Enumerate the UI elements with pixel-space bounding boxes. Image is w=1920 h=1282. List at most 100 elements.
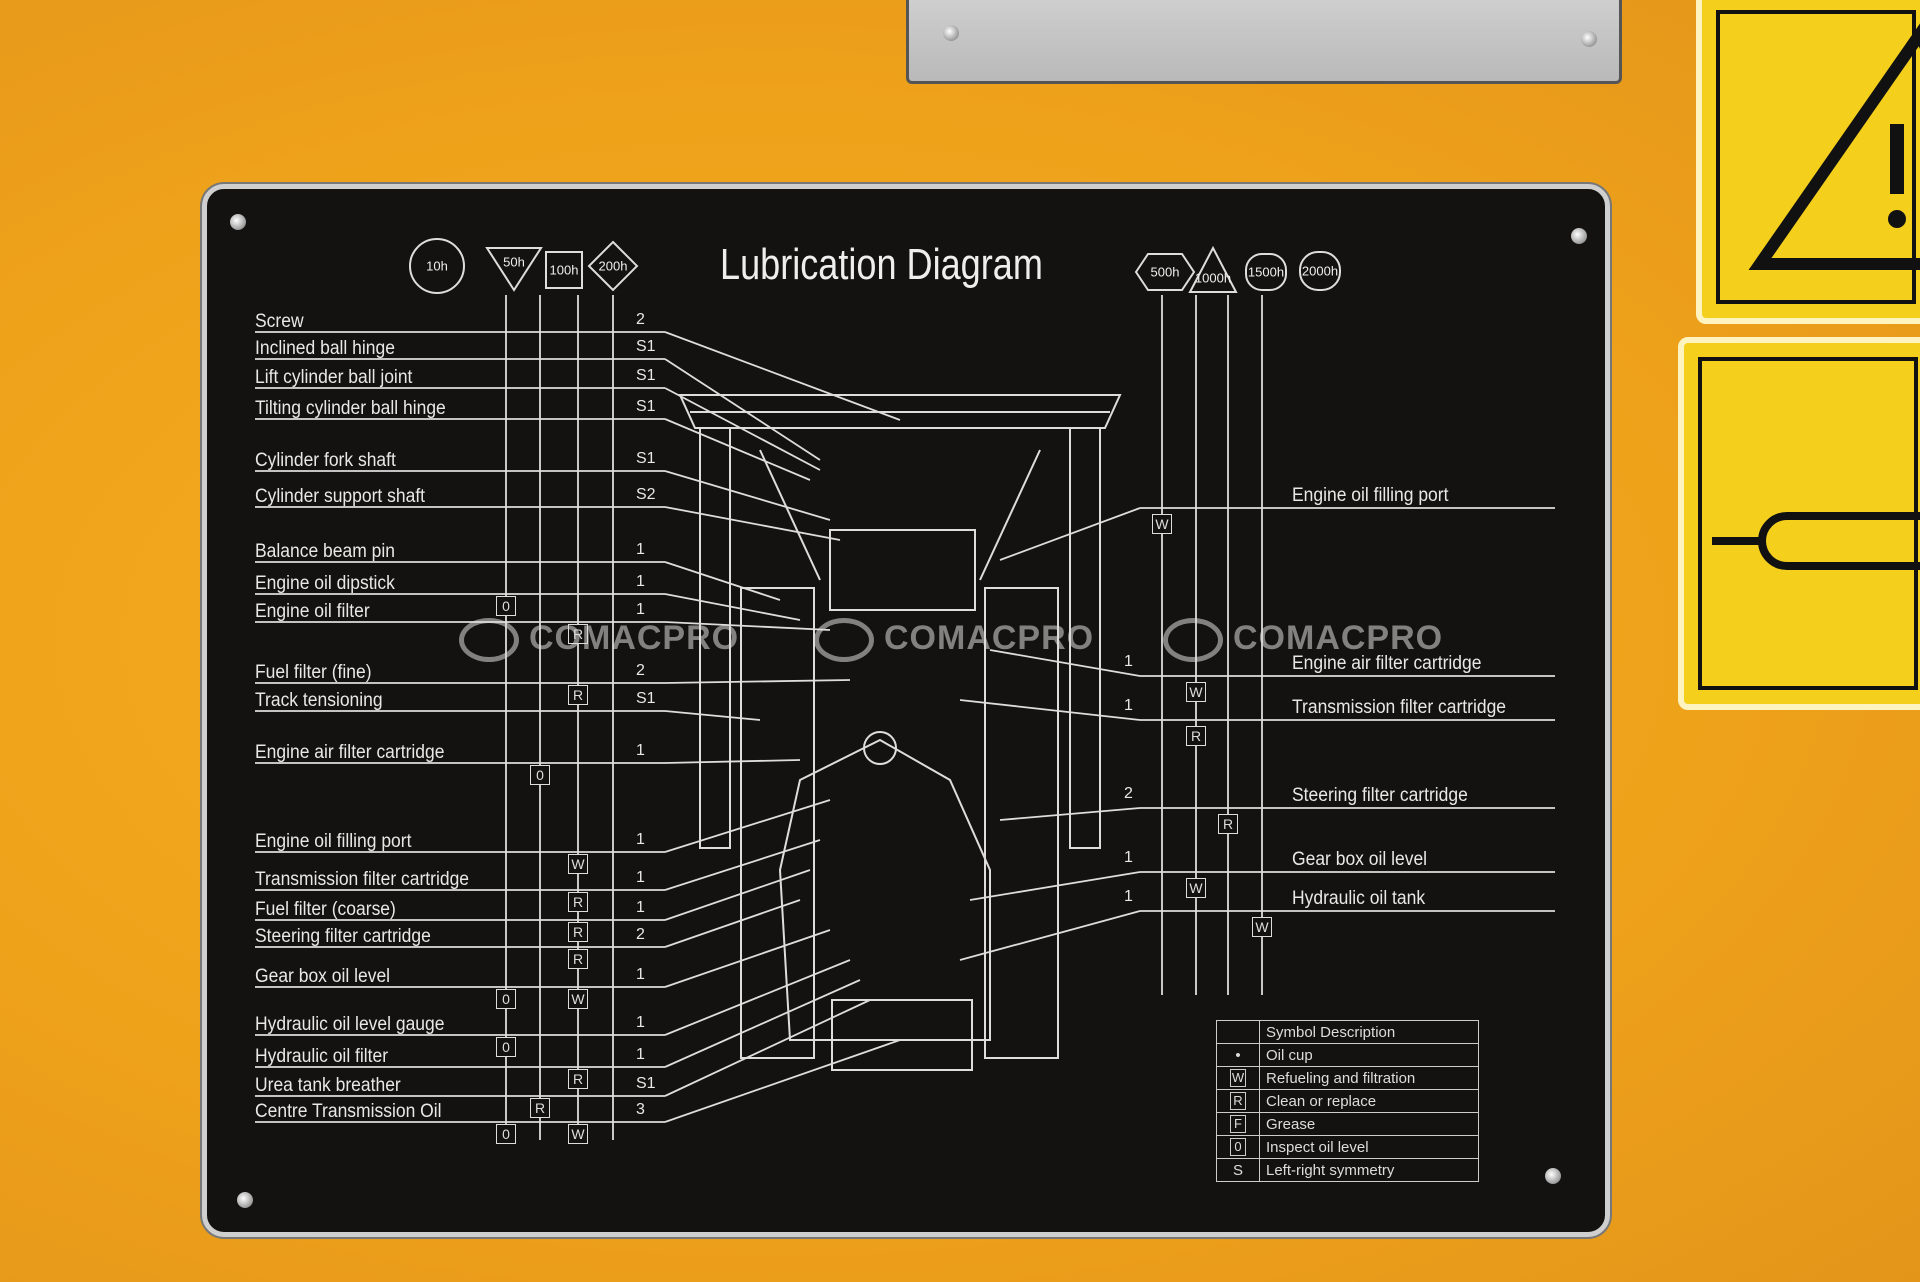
lube-point-label: Engine oil filling port xyxy=(255,831,412,852)
legend-symbol: R xyxy=(1230,1092,1246,1110)
leader-line xyxy=(664,1039,901,1123)
watermark-logo-icon xyxy=(814,618,874,662)
lube-point-label: Balance beam pin xyxy=(255,541,395,562)
lube-symbol-W: W xyxy=(1152,514,1172,534)
screw-icon xyxy=(1571,228,1587,244)
legend-description: Refueling and filtration xyxy=(1259,1066,1479,1090)
lube-point-label: Inclined ball hinge xyxy=(255,338,395,359)
legend-symbol: W xyxy=(1230,1069,1246,1087)
screw-icon xyxy=(943,25,959,41)
lube-point-qty: 1 xyxy=(636,869,645,886)
legend-symbol: • xyxy=(1235,1046,1241,1064)
lube-point-qty: 1 xyxy=(1124,697,1133,714)
lube-point-label: Engine air filter cartridge xyxy=(1292,653,1482,674)
lube-point-label: Steering filter cartridge xyxy=(255,926,431,947)
leader-line xyxy=(664,358,821,461)
leader-line xyxy=(664,506,841,541)
watermark-logo-icon xyxy=(459,618,519,662)
leader-line xyxy=(959,699,1141,721)
lube-point-qty: 1 xyxy=(636,1046,645,1063)
diagram-title: Lubrication Diagram xyxy=(720,240,1043,289)
lube-symbol-R: R xyxy=(530,1098,550,1118)
lube-point-label: Cylinder fork shaft xyxy=(255,450,396,471)
leader-line xyxy=(664,470,831,521)
metal-nameplate xyxy=(906,0,1622,84)
screw-icon xyxy=(1545,1168,1561,1184)
lube-point-label: Engine oil dipstick xyxy=(255,573,395,594)
legend-row: W Refueling and filtration xyxy=(1216,1066,1479,1090)
lube-point-qty: 1 xyxy=(636,966,645,983)
leader-line xyxy=(664,839,821,891)
lube-point-qty: 1 xyxy=(1124,888,1133,905)
leader-line xyxy=(999,807,1141,821)
lube-point-qty: S1 xyxy=(636,1075,656,1092)
lube-point-qty: 1 xyxy=(636,1014,645,1031)
grease-sign xyxy=(1678,337,1920,710)
leader-line xyxy=(664,593,801,621)
lube-point-qty: S1 xyxy=(636,367,656,384)
lube-point-label: Track tensioning xyxy=(255,690,383,711)
lube-symbol-R: R xyxy=(568,949,588,969)
lube-symbol-0: 0 xyxy=(496,596,516,616)
watermark: COMACPRO xyxy=(814,618,1094,662)
legend-symbol: S xyxy=(1232,1161,1243,1179)
lube-symbol-0: 0 xyxy=(530,765,550,785)
lube-point-label: Transmission filter cartridge xyxy=(1292,697,1507,718)
lube-point-label: Engine oil filter xyxy=(255,601,370,622)
screw-icon xyxy=(1581,31,1597,47)
lube-point-label: Steering filter cartridge xyxy=(1292,785,1468,806)
warning-triangle-icon xyxy=(1748,23,1920,270)
watermark-text: COMACPRO xyxy=(529,618,740,657)
interval-label: 2000h xyxy=(1301,263,1339,279)
interval-label: 1000h xyxy=(1194,270,1232,286)
lube-point-qty: 1 xyxy=(1124,849,1133,866)
leader-line xyxy=(664,679,851,684)
watermark: COMACPRO xyxy=(459,618,739,662)
lube-point-label: Tilting cylinder ball hinge xyxy=(255,398,446,419)
leader-line xyxy=(959,910,1141,961)
lube-point-qty: 1 xyxy=(636,601,645,618)
leader-line xyxy=(664,331,901,421)
lube-point-qty: S1 xyxy=(636,690,656,707)
lube-point-qty: 2 xyxy=(1124,785,1133,802)
lube-symbol-R: R xyxy=(568,624,588,644)
lube-point-qty: 2 xyxy=(636,311,645,328)
lube-symbol-W: W xyxy=(568,1124,588,1144)
interval-label: 500h xyxy=(1150,264,1180,280)
leader-line xyxy=(664,710,761,721)
screw-icon xyxy=(237,1192,253,1208)
interval-label: 100h xyxy=(549,262,579,278)
leader-line xyxy=(664,869,811,921)
lube-point-qty: 1 xyxy=(1124,653,1133,670)
legend-description: Clean or replace xyxy=(1259,1089,1479,1113)
lube-point-qty: 1 xyxy=(636,742,645,759)
leader-line xyxy=(664,799,831,853)
legend-row: R Clean or replace xyxy=(1216,1089,1479,1113)
lube-symbol-R: R xyxy=(568,685,588,705)
lube-point-qty: 1 xyxy=(636,831,645,848)
legend-row: •Oil cup xyxy=(1216,1043,1479,1067)
lube-symbol-W: W xyxy=(1252,917,1272,937)
lube-point-qty: 2 xyxy=(636,662,645,679)
interval-label: 200h xyxy=(598,258,628,274)
leader-line xyxy=(664,621,831,631)
grease-nipple-icon xyxy=(1712,512,1920,570)
lube-point-qty: 1 xyxy=(636,899,645,916)
leader-line xyxy=(664,418,811,481)
legend-symbol: 0 xyxy=(1230,1138,1246,1156)
lube-point-label: Urea tank breather xyxy=(255,1075,401,1096)
lube-point-label: Engine air filter cartridge xyxy=(255,742,445,763)
legend-description: Inspect oil level xyxy=(1259,1135,1479,1159)
lube-point-label: Engine oil filling port xyxy=(1292,485,1449,506)
watermark-text: COMACPRO xyxy=(1233,618,1444,657)
legend-header: Symbol Description xyxy=(1259,1020,1479,1044)
lube-symbol-W: W xyxy=(1186,682,1206,702)
leader-line xyxy=(969,871,1141,901)
leader-line xyxy=(999,507,1141,561)
warning-sign xyxy=(1696,0,1920,324)
lube-symbol-R: R xyxy=(1218,814,1238,834)
leader-line xyxy=(664,959,851,1036)
